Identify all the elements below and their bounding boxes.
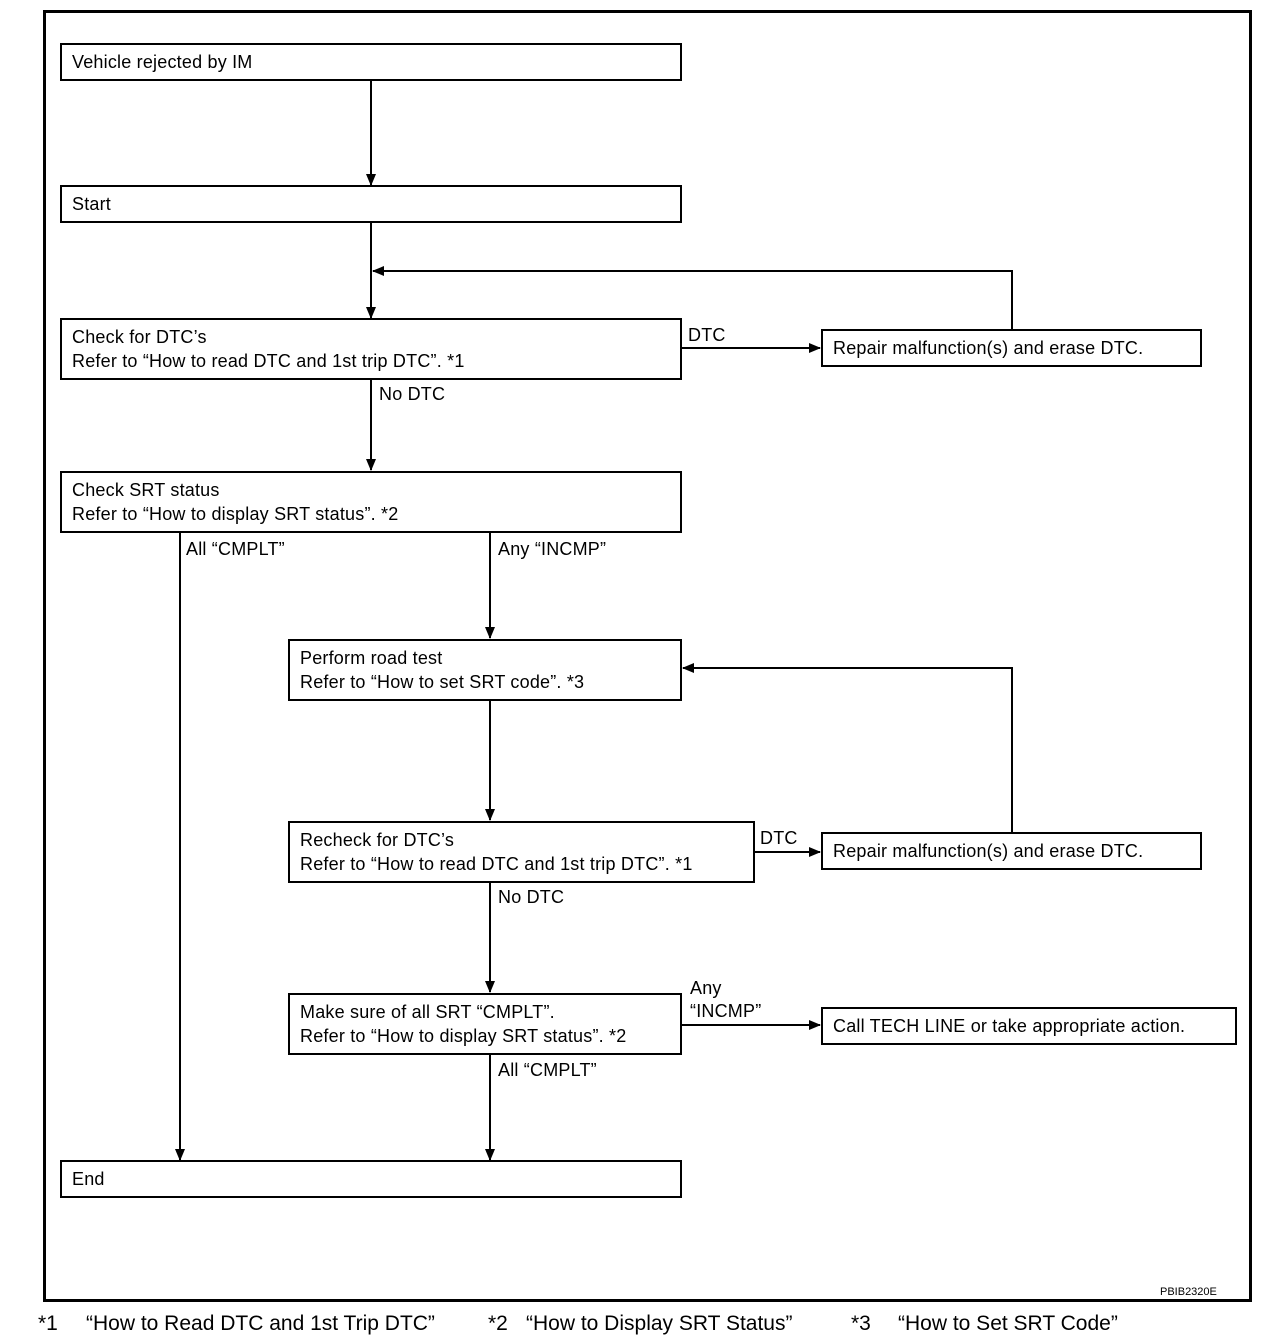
step-text: End [72, 1169, 105, 1189]
step-title: Check SRT status [72, 480, 220, 500]
step-road-test: Perform road test Refer to “How to set S… [288, 639, 682, 701]
footnote-2-mark: *2 [488, 1312, 508, 1335]
footnote-3-text: “How to Set SRT Code” [898, 1312, 1118, 1335]
footnote-1-mark: *1 [38, 1312, 58, 1335]
step-title: Perform road test [300, 648, 443, 668]
footnote-3-mark: *3 [851, 1312, 871, 1335]
edge-label-all-cmplt-2: All “CMPLT” [498, 1060, 597, 1080]
step-end: End [60, 1160, 682, 1198]
figure-code: PBIB2320E [1160, 1286, 1217, 1298]
edge-label-dtc-2: DTC [760, 828, 798, 848]
step-reference: Refer to “How to read DTC and 1st trip D… [300, 854, 693, 874]
edge-label-any-incmp-1: Any “INCMP” [498, 539, 607, 559]
arrow-repair-2-loop [682, 663, 1013, 832]
step-check-dtc: Check for DTC’s Refer to “How to read DT… [60, 318, 682, 380]
step-reference: Refer to “How to display SRT status”. *2 [300, 1026, 627, 1046]
step-text: Vehicle rejected by IM [72, 52, 253, 72]
step-recheck-dtc: Recheck for DTC’s Refer to “How to read … [288, 821, 755, 883]
step-reference: Refer to “How to read DTC and 1st trip D… [72, 351, 465, 371]
step-repair-1: Repair malfunction(s) and erase DTC. [821, 329, 1202, 367]
diagram-frame [43, 10, 1252, 1302]
step-reference: Refer to “How to display SRT status”. *2 [72, 504, 399, 524]
step-title: Make sure of all SRT “CMPLT”. [300, 1002, 555, 1022]
step-text: Repair malfunction(s) and erase DTC. [833, 841, 1144, 861]
step-title: Recheck for DTC’s [300, 830, 455, 850]
edge-label-dtc-1: DTC [688, 325, 726, 345]
step-text: Start [72, 194, 112, 214]
step-start: Start [60, 185, 682, 223]
step-text: Call TECH LINE or take appropriate actio… [833, 1016, 1186, 1036]
step-reference: Refer to “How to set SRT code”. *3 [300, 672, 585, 692]
step-check-srt: Check SRT status Refer to “How to displa… [60, 471, 682, 533]
step-vehicle-rejected: Vehicle rejected by IM [60, 43, 682, 81]
footnote-1-text: “How to Read DTC and 1st Trip DTC” [86, 1312, 435, 1335]
edge-label-no-dtc-1: No DTC [379, 384, 446, 404]
step-repair-2: Repair malfunction(s) and erase DTC. [821, 832, 1202, 870]
arrow-repair-1-loop [372, 266, 1013, 329]
step-title: Check for DTC’s [72, 327, 207, 347]
edge-label-no-dtc-2: No DTC [498, 887, 565, 907]
footnote-2-text: “How to Display SRT Status” [526, 1312, 793, 1335]
edge-label-all-cmplt-1: All “CMPLT” [186, 539, 285, 559]
edge-label-any-incmp-2-line1: Any [690, 978, 722, 998]
edge-label-any-incmp-2-line2: “INCMP” [690, 1001, 762, 1021]
step-text: Repair malfunction(s) and erase DTC. [833, 338, 1144, 358]
step-tech-line: Call TECH LINE or take appropriate actio… [821, 1007, 1237, 1045]
step-confirm-srt: Make sure of all SRT “CMPLT”. Refer to “… [288, 993, 682, 1055]
